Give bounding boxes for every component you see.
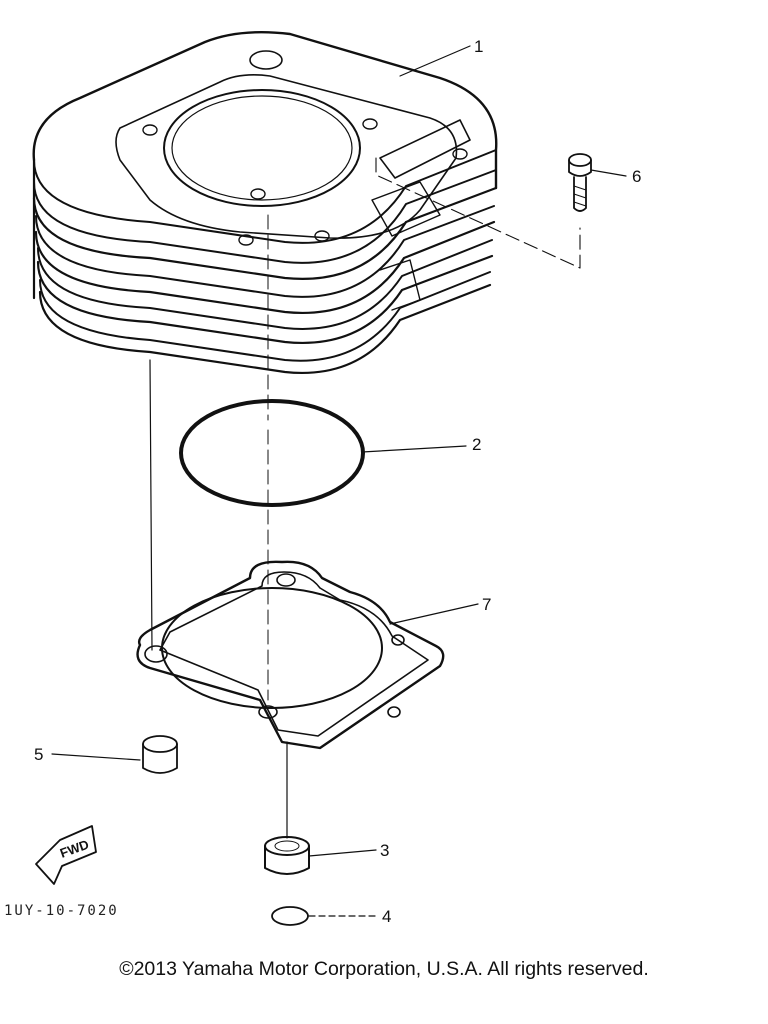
- callout-7: 7: [482, 595, 491, 614]
- o-ring-part-2: [179, 399, 365, 507]
- gasket-part-7: [136, 560, 445, 750]
- callout-5: 5: [34, 745, 43, 764]
- o-ring-part-4: [271, 906, 309, 926]
- bolt-part-6: [568, 153, 592, 212]
- leader-lines: [51, 45, 627, 917]
- dowel-pin-part-3: [264, 836, 310, 875]
- callout-4: 4: [382, 907, 391, 926]
- callout-2: 2: [472, 435, 481, 454]
- diagram-code: 1UY-10-7020: [4, 903, 119, 919]
- fwd-arrow-icon: FWD: [35, 825, 97, 885]
- cylinder-part-1: [32, 31, 498, 374]
- callout-3: 3: [380, 841, 389, 860]
- callout-6: 6: [632, 167, 641, 186]
- exploded-parts-diagram: 1 2 3 4 5 6 7 FWD 1UY-10-7020: [4, 31, 641, 926]
- dowel-pin-part-5: [142, 735, 178, 774]
- callout-1: 1: [474, 37, 483, 56]
- copyright-text: ©2013 Yamaha Motor Corporation, U.S.A. A…: [119, 958, 649, 980]
- fwd-label: FWD: [58, 837, 91, 861]
